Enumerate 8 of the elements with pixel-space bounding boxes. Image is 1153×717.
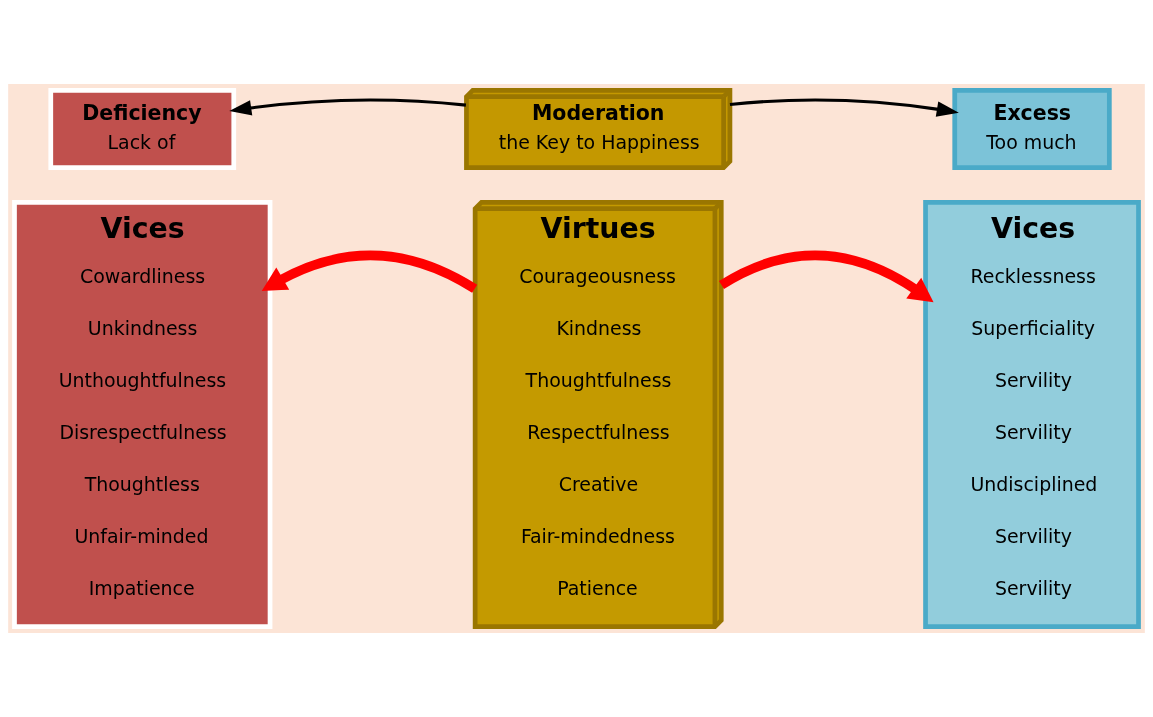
node-box: Deficiency Lack of bbox=[48, 87, 237, 170]
arrow bbox=[729, 98, 959, 117]
node-box: Excess Too much bbox=[952, 87, 1112, 170]
node-box: Vices Recklessness Superficiality Servility Servility Undisciplined Servility Servility bbox=[923, 199, 1141, 630]
arrow bbox=[229, 98, 467, 116]
node-box: Vices Cowardliness Unkindness Unthoughtfulness Disrespectfulness Thoughtless Unfair-minded Impatience bbox=[12, 199, 273, 630]
arrow bbox=[719, 250, 934, 303]
arrow bbox=[261, 250, 478, 293]
